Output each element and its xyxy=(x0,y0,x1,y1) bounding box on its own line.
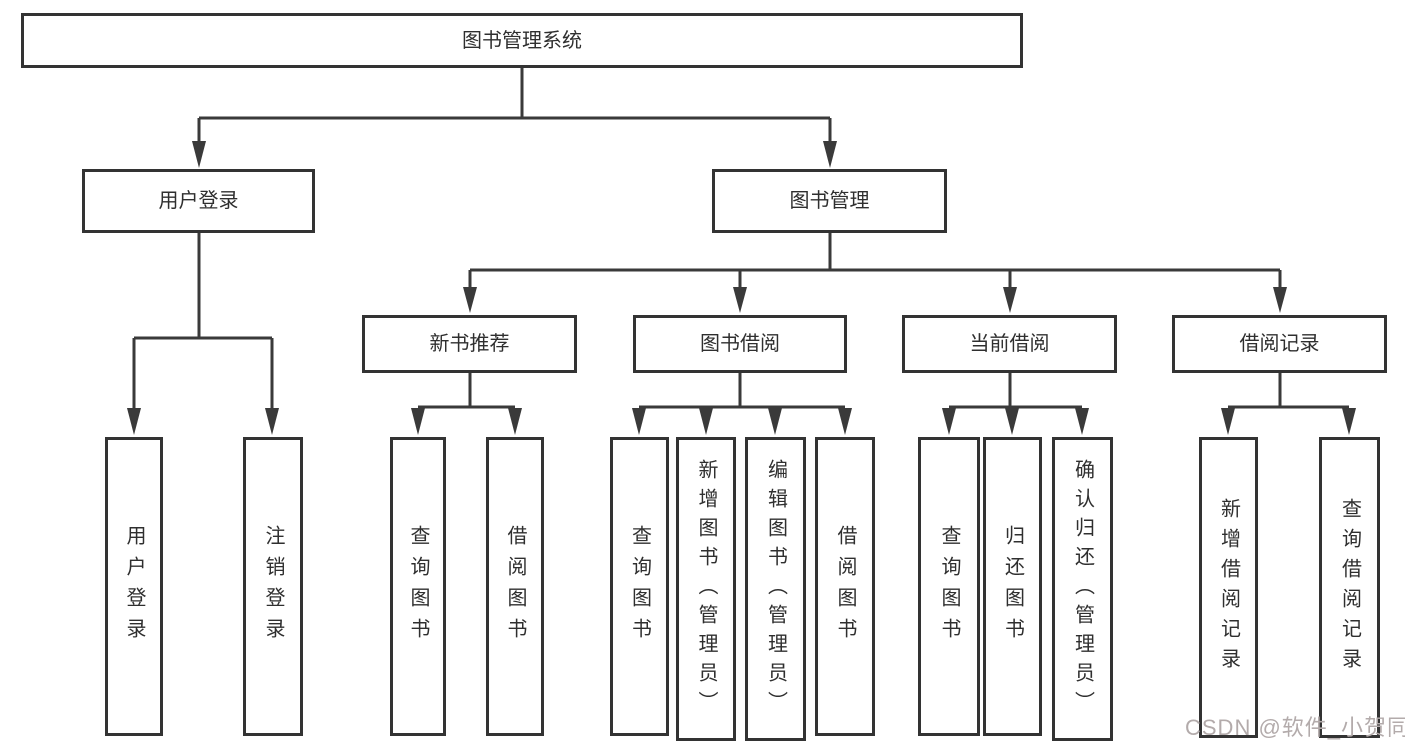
leaf-current-query-books: 查询图书 xyxy=(918,437,980,736)
node-current-borrowing: 当前借阅 xyxy=(902,315,1117,373)
leaf-recommend-query-books: 查询图书 xyxy=(390,437,446,736)
leaf-confirm-return-admin: 确认归还（管理员） xyxy=(1052,437,1113,741)
arrowhead xyxy=(632,408,646,435)
arrowhead xyxy=(838,408,852,435)
arrowhead xyxy=(823,141,837,168)
node-book-borrowing: 图书借阅 xyxy=(633,315,847,373)
arrowhead xyxy=(508,408,522,435)
arrowhead xyxy=(265,408,279,435)
connector-lines xyxy=(132,68,1349,409)
arrowhead xyxy=(1221,408,1235,435)
leaf-recommend-borrow-books: 借阅图书 xyxy=(486,437,544,736)
leaf-return-books: 归还图书 xyxy=(983,437,1042,736)
arrowhead xyxy=(768,408,782,435)
leaf-edit-books-admin: 编辑图书（管理员） xyxy=(745,437,806,741)
csdn-watermark: CSDN @软件_小贺同学 xyxy=(1185,715,1405,740)
node-book-management: 图书管理 xyxy=(712,169,947,233)
arrowhead xyxy=(1342,408,1356,435)
arrowhead xyxy=(127,408,141,435)
arrowhead xyxy=(1005,408,1019,435)
node-library-management-system: 图书管理系统 xyxy=(21,13,1023,68)
arrowhead xyxy=(1003,287,1017,313)
arrowhead xyxy=(1075,408,1089,435)
leaf-add-borrow-record: 新增借阅记录 xyxy=(1199,437,1258,738)
node-user-login: 用户登录 xyxy=(82,169,315,233)
leaf-borrowing-query-books: 查询图书 xyxy=(610,437,669,736)
leaf-borrow-books: 借阅图书 xyxy=(815,437,875,736)
arrowhead xyxy=(1273,287,1287,313)
arrowhead xyxy=(733,287,747,313)
arrowhead xyxy=(463,287,477,313)
leaf-query-borrow-record: 查询借阅记录 xyxy=(1319,437,1380,738)
leaf-add-books-admin: 新增图书（管理员） xyxy=(676,437,736,741)
arrowhead xyxy=(411,408,425,435)
leaf-logout: 注销登录 xyxy=(243,437,303,736)
arrowhead xyxy=(699,408,713,435)
leaf-user-login: 用户登录 xyxy=(105,437,163,736)
node-new-book-recommendation: 新书推荐 xyxy=(362,315,577,373)
arrowhead xyxy=(192,141,206,168)
node-borrow-records: 借阅记录 xyxy=(1172,315,1387,373)
arrowhead xyxy=(942,408,956,435)
